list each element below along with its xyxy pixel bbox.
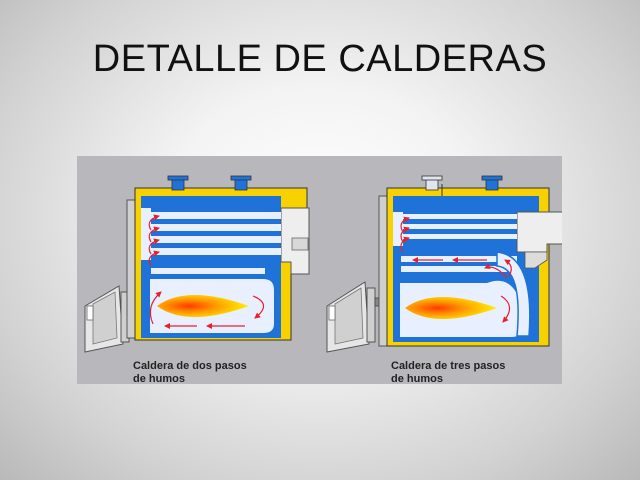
two-pass-caption: Caldera de dos pasos de humos bbox=[133, 360, 247, 386]
two-pass-boiler bbox=[84, 175, 310, 353]
right-flow-arrows bbox=[400, 216, 512, 323]
left-front-plate bbox=[126, 199, 136, 339]
right-smoke-box bbox=[516, 211, 562, 253]
left-burner bbox=[84, 285, 146, 353]
slide-title: DETALLE DE CALDERAS bbox=[92, 38, 548, 80]
three-pass-caption: Caldera de tres pasos de humos bbox=[391, 360, 505, 386]
boiler-diagram-svg bbox=[84, 175, 562, 353]
left-flame bbox=[157, 295, 249, 317]
right-flame bbox=[405, 297, 497, 319]
right-front-plate bbox=[378, 195, 388, 347]
two-pass-caption-line1: Caldera de dos pasos bbox=[133, 360, 247, 372]
two-pass-caption-line2: de humos bbox=[133, 373, 185, 385]
three-pass-caption-line1: Caldera de tres pasos bbox=[391, 360, 506, 372]
three-pass-caption-line2: de humos bbox=[391, 373, 443, 385]
left-flow-arrows bbox=[148, 214, 265, 329]
three-pass-boiler bbox=[326, 175, 562, 353]
boiler-diagram: Caldera de dos pasos de humos Caldera de… bbox=[77, 156, 562, 386]
